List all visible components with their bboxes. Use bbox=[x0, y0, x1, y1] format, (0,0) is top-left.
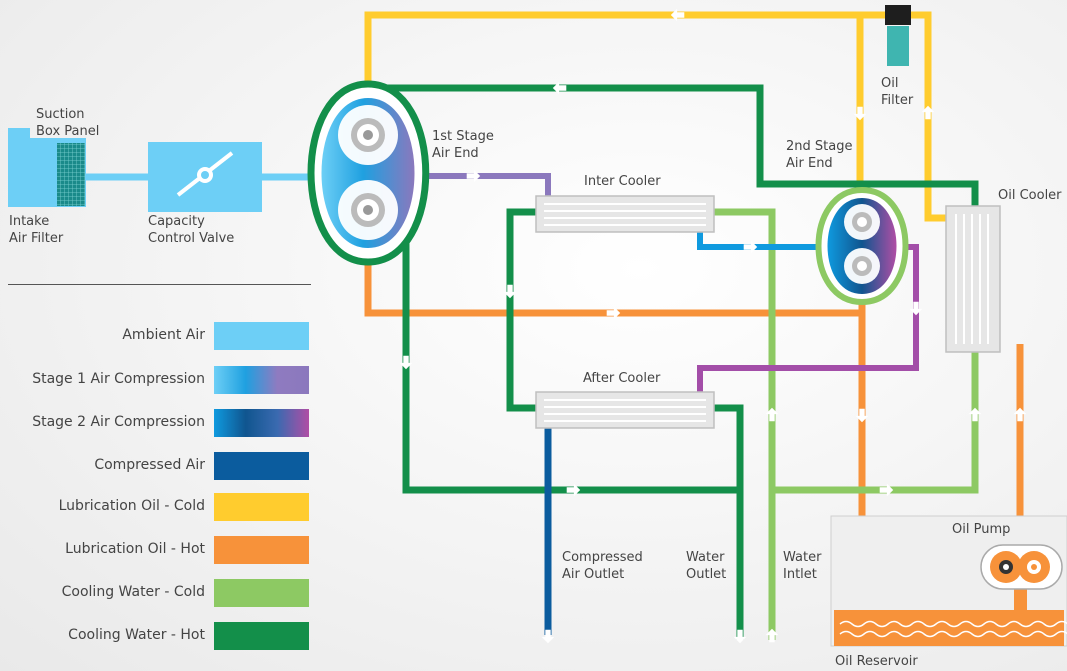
legend-item-label: Lubrication Oil - Hot bbox=[65, 541, 205, 557]
legend-item-label: Cooling Water - Hot bbox=[68, 627, 205, 643]
legend-item: Stage 1 Air Compression bbox=[0, 366, 320, 394]
legend-item: Compressed Air bbox=[0, 452, 320, 480]
legend-item: Lubrication Oil - Hot bbox=[0, 536, 320, 564]
legend-item-label: Stage 2 Air Compression bbox=[32, 414, 205, 430]
legend-item: Cooling Water - Hot bbox=[0, 622, 320, 650]
water-outlet-label: Water Outlet bbox=[686, 550, 727, 582]
intake-air-filter bbox=[8, 128, 86, 207]
oil-cooler-label: Oil Cooler bbox=[998, 188, 1062, 203]
stage1-air-pipe bbox=[410, 173, 551, 196]
legend-swatch bbox=[214, 409, 309, 437]
inter-cooler-label: Inter Cooler bbox=[584, 174, 661, 189]
water-inlet-label: Water Intlet bbox=[783, 550, 822, 582]
legend-item-label: Compressed Air bbox=[94, 457, 205, 473]
after-cooler-label: After Cooler bbox=[583, 371, 661, 386]
legend-item-label: Cooling Water - Cold bbox=[61, 584, 205, 600]
second-stage-air-end-label: 2nd Stage Air End bbox=[786, 139, 853, 171]
first-stage-air-end bbox=[307, 80, 430, 266]
legend-divider bbox=[8, 284, 311, 285]
legend-swatch bbox=[214, 536, 309, 564]
oil-filter-label: Oil Filter bbox=[881, 76, 914, 108]
legend-item-label: Stage 1 Air Compression bbox=[32, 371, 205, 387]
after-cooler bbox=[535, 391, 715, 429]
inter-cooler bbox=[535, 195, 715, 233]
legend-swatch bbox=[214, 322, 309, 350]
legend-swatch bbox=[214, 493, 309, 521]
legend-item: Lubrication Oil - Cold bbox=[0, 493, 320, 521]
second-stage-air-end bbox=[815, 186, 909, 306]
legend-swatch bbox=[214, 622, 309, 650]
legend-swatch bbox=[214, 579, 309, 607]
legend-item-label: Ambient Air bbox=[122, 327, 205, 343]
legend-item-label: Lubrication Oil - Cold bbox=[58, 498, 205, 514]
legend-swatch bbox=[214, 452, 309, 480]
oil-pump bbox=[980, 544, 1063, 612]
compressed-air-outlet-label: Compressed Air Outlet bbox=[562, 550, 643, 582]
legend-item: Stage 2 Air Compression bbox=[0, 409, 320, 437]
intake-air-filter-label: Intake Air Filter bbox=[9, 214, 64, 246]
capacity-control-valve bbox=[148, 142, 262, 212]
legend-swatch bbox=[214, 366, 309, 394]
suction-box-panel bbox=[57, 143, 85, 206]
stage2-air-pipe bbox=[697, 228, 840, 250]
first-stage-air-end-label: 1st Stage Air End bbox=[432, 129, 494, 161]
oil-reservoir-label: Oil Reservoir bbox=[835, 654, 918, 669]
oil-cooler bbox=[945, 205, 1001, 353]
legend-item: Ambient Air bbox=[0, 322, 320, 350]
suction-box-panel-label: Suction Box Panel bbox=[36, 107, 100, 139]
oil-filter bbox=[885, 5, 911, 66]
legend-item: Cooling Water - Cold bbox=[0, 579, 320, 607]
capacity-control-valve-label: Capacity Control Valve bbox=[148, 214, 235, 246]
cooling-water-cold-pipe bbox=[714, 208, 979, 640]
oil-pump-label: Oil Pump bbox=[952, 522, 1011, 537]
